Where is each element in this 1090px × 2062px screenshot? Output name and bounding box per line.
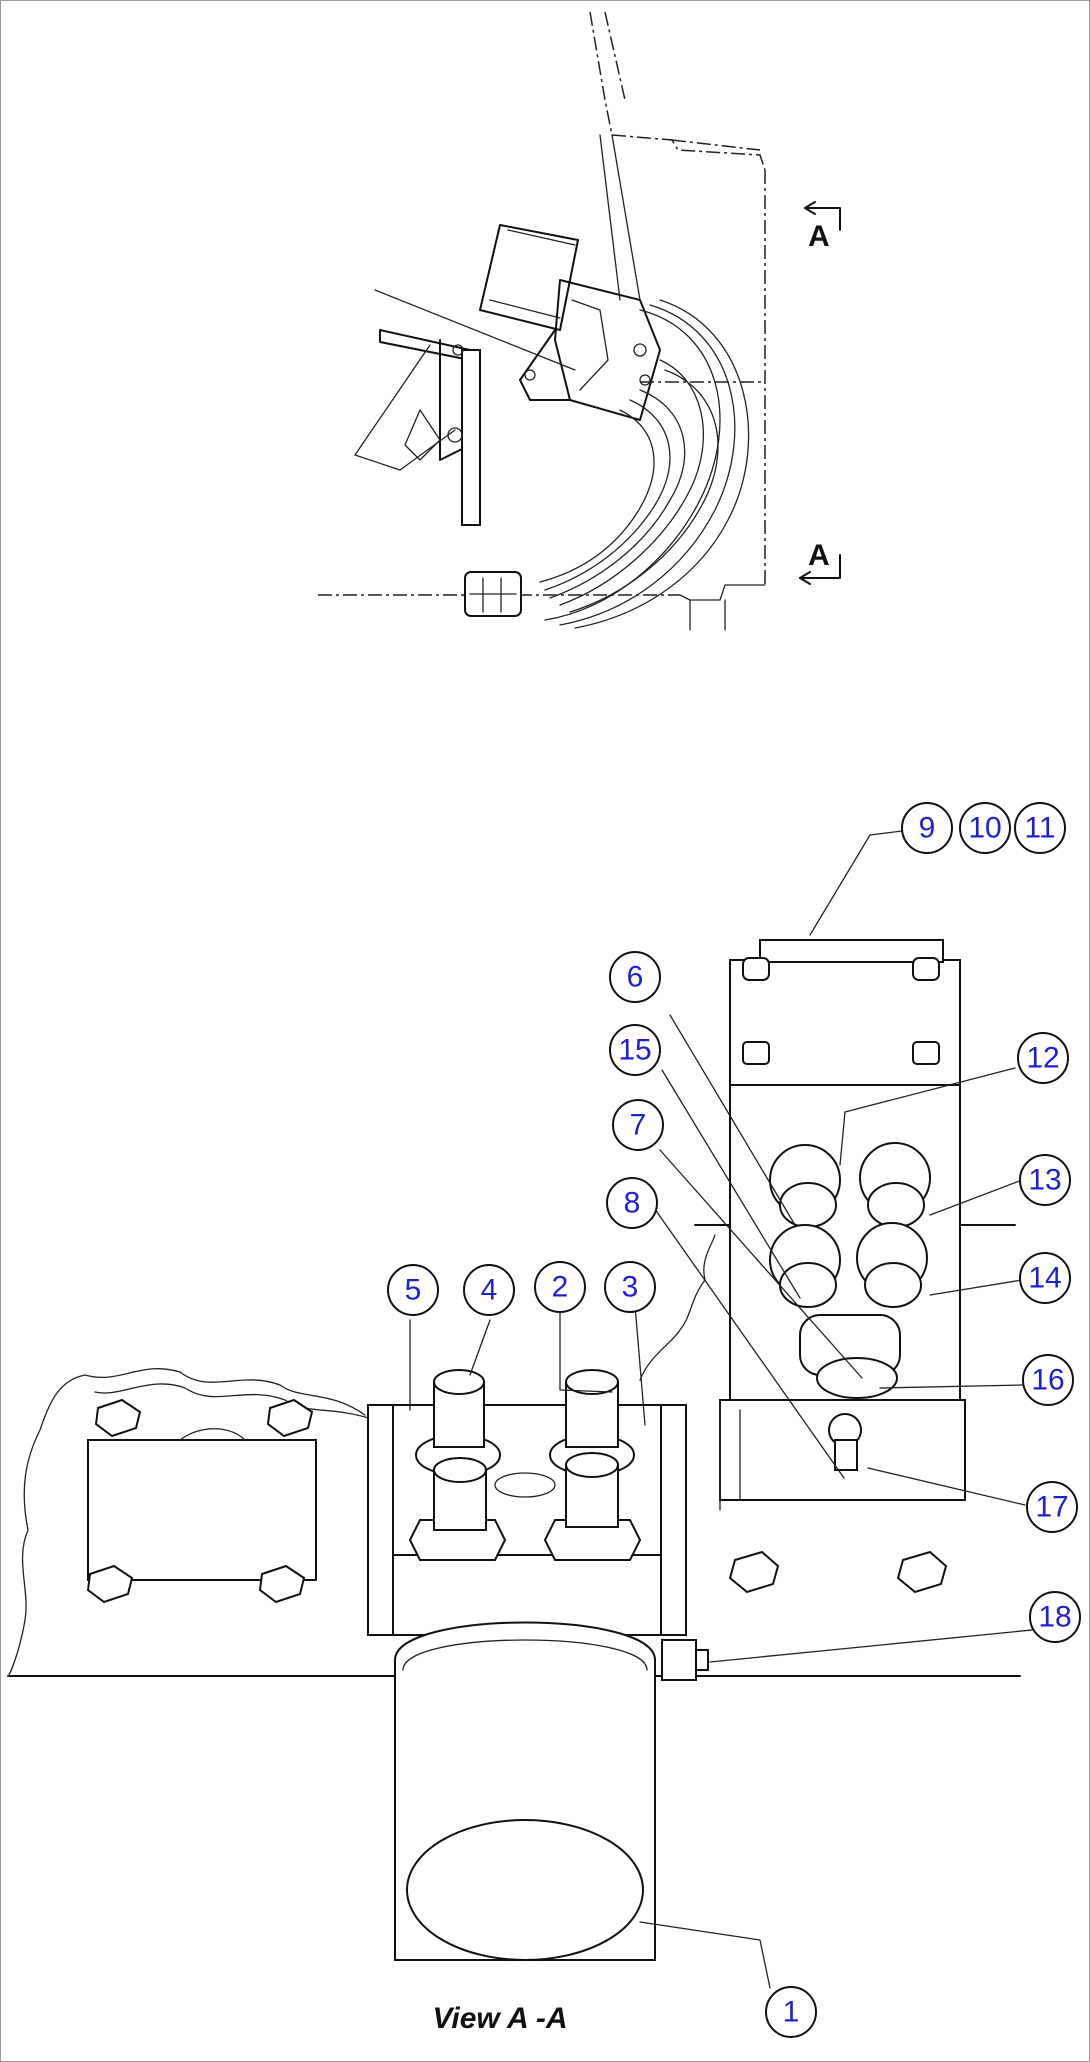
svg-text:7: 7 <box>630 1109 647 1142</box>
bolt-group-housing <box>728 957 948 1594</box>
callout-3: 3 <box>604 1261 656 1313</box>
svg-text:1: 1 <box>783 1996 800 2029</box>
fitting-right-bottom <box>543 1452 642 1561</box>
callout-16: 16 <box>1022 1354 1074 1406</box>
section-label-top: A <box>808 220 830 253</box>
overview-drawing <box>318 11 766 631</box>
svg-text:9: 9 <box>919 812 936 845</box>
callout-17: 17 <box>1026 1481 1078 1533</box>
svg-text:10: 10 <box>968 812 1001 845</box>
svg-text:8: 8 <box>624 1187 641 1220</box>
svg-text:6: 6 <box>627 961 644 994</box>
svg-text:11: 11 <box>1024 812 1055 845</box>
callout-4: 4 <box>463 1264 515 1316</box>
callout-7: 7 <box>612 1099 664 1151</box>
section-marker-bottom: A <box>799 539 841 585</box>
callout-14: 14 <box>1019 1252 1071 1304</box>
view-title: View A -A <box>432 2002 568 2035</box>
callout-15: 15 <box>609 1024 661 1076</box>
fittings-housing <box>769 1142 931 1471</box>
callout-9: 9 <box>901 802 953 854</box>
callout-8: 8 <box>606 1177 658 1229</box>
svg-text:16: 16 <box>1031 1364 1064 1397</box>
svg-text:14: 14 <box>1028 1262 1061 1295</box>
leader-lines <box>409 829 1053 1989</box>
svg-text:4: 4 <box>481 1274 498 1307</box>
svg-text:15: 15 <box>618 1034 651 1067</box>
svg-text:5: 5 <box>405 1274 422 1307</box>
svg-text:17: 17 <box>1035 1491 1068 1524</box>
callout-11: 11 <box>1014 802 1066 854</box>
svg-text:12: 12 <box>1026 1042 1059 1075</box>
callout-12: 12 <box>1017 1032 1069 1084</box>
callout-1: 1 <box>765 1986 817 2038</box>
callout-10: 10 <box>959 802 1011 854</box>
bolt-group-left <box>86 1398 314 1604</box>
view-a-a-drawing <box>7 939 1021 1961</box>
callout-18-balloon: 18 <box>1029 1591 1081 1643</box>
section-label-bottom: A <box>808 539 830 572</box>
section-marker-top: A <box>804 201 841 253</box>
svg-text:2: 2 <box>552 1271 569 1304</box>
svg-text:13: 13 <box>1028 1164 1061 1197</box>
callout-13: 13 <box>1019 1154 1071 1206</box>
callout-2: 2 <box>534 1261 586 1313</box>
callout-6: 6 <box>609 951 661 1003</box>
callout-5: 5 <box>387 1264 439 1316</box>
svg-text:18: 18 <box>1038 1601 1071 1634</box>
svg-text:3: 3 <box>622 1271 639 1304</box>
fitting-left-top <box>415 1369 501 1476</box>
fitting-left-bottom <box>408 1457 507 1561</box>
